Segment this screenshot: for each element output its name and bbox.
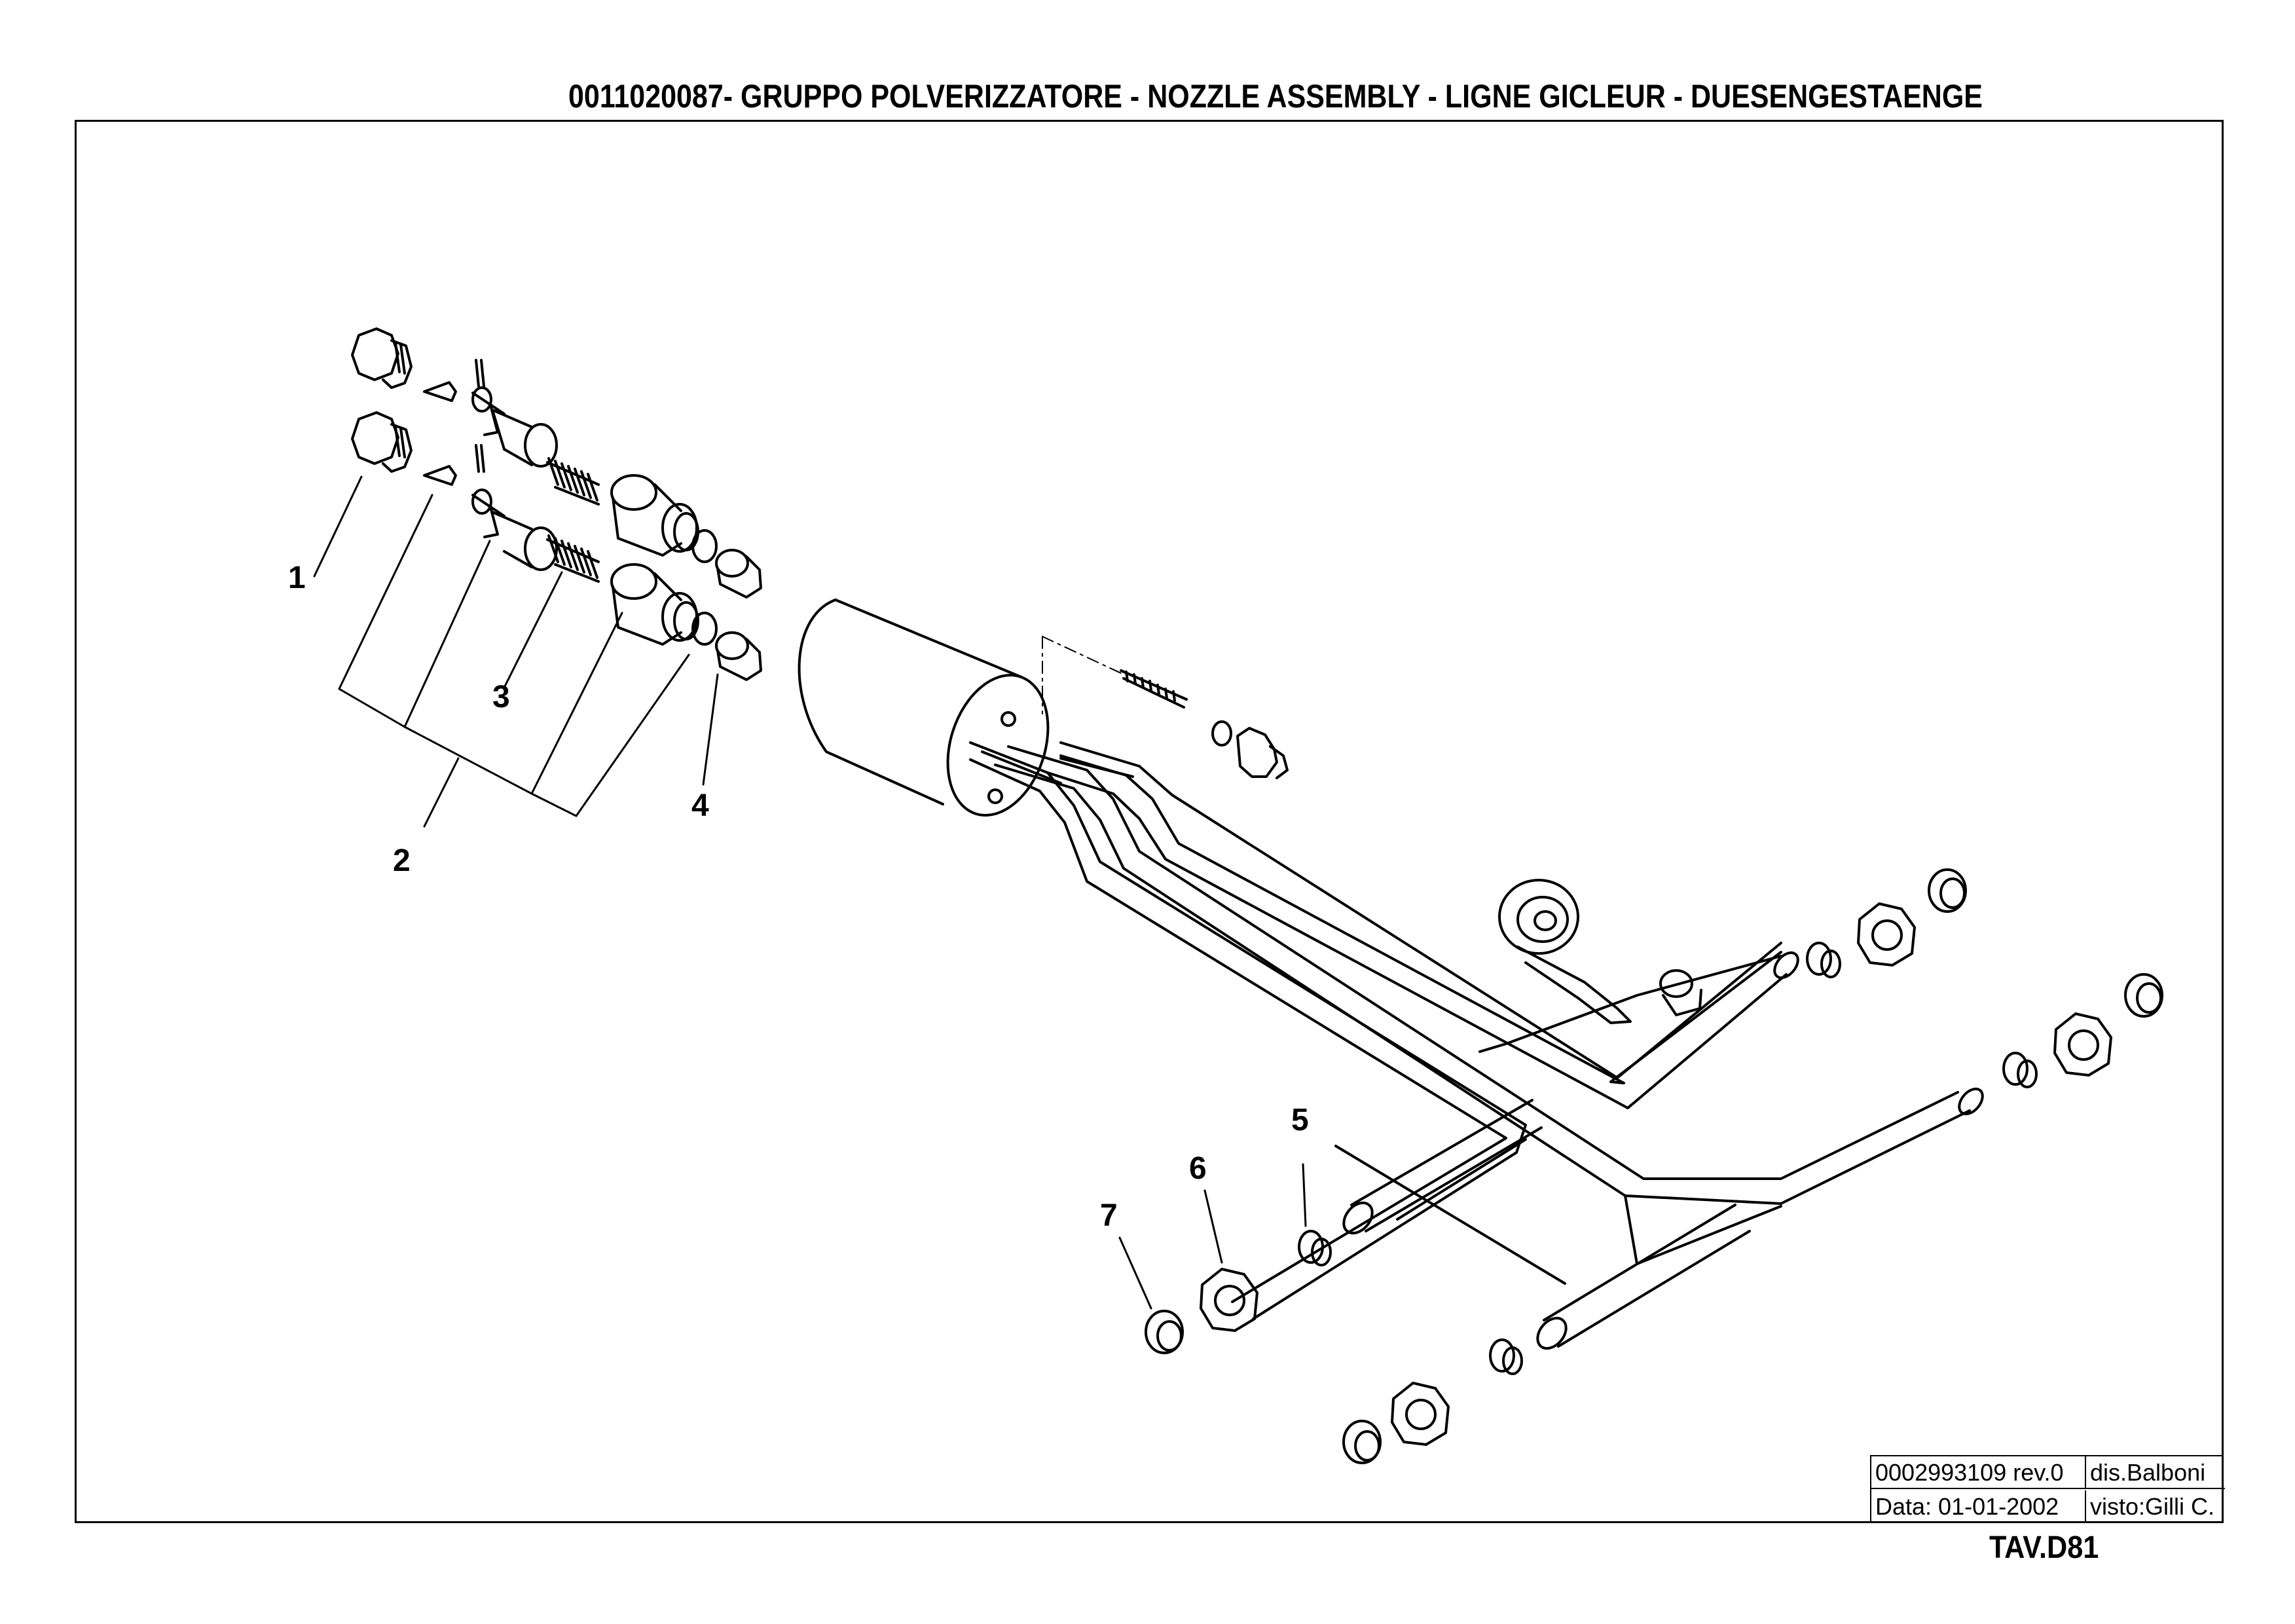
callout-2: 2 — [393, 843, 411, 878]
nut-lower-middle — [1200, 1268, 1258, 1332]
cap-lower-middle — [1145, 1310, 1184, 1354]
leader-lines-fittings — [1118, 1163, 1307, 1310]
callout-1: 1 — [288, 561, 306, 595]
nozzle-holder-upper — [610, 474, 699, 557]
title-block: 0002993109 rev.0 dis.Balboni Data: 01-01… — [1870, 1455, 2225, 1523]
tube-bundle — [969, 741, 1984, 1350]
nut-middle-right — [2053, 1012, 2112, 1077]
drawing-number: 0002993109 rev.0 — [1871, 1456, 2086, 1489]
olive-lower-middle — [1298, 1230, 1332, 1266]
leader-lines-nozzle — [313, 475, 719, 828]
sheet-number: TAV.D81 — [1989, 1530, 2099, 1565]
callout-6: 6 — [1189, 1151, 1207, 1186]
callout-4: 4 — [691, 788, 709, 823]
nut-upper-right — [1857, 902, 1916, 967]
nozzle-cap-upper — [351, 327, 413, 389]
pin-upper — [475, 359, 485, 388]
needle-tip-upper — [423, 381, 457, 402]
spring-upper — [546, 457, 600, 506]
nut-bottom — [1391, 1382, 1450, 1446]
stud-nut — [1236, 727, 1289, 779]
callout-7: 7 — [1100, 1198, 1118, 1233]
body-upper — [471, 386, 558, 468]
drawing-date: Data: 01-01-2002 — [1871, 1490, 2086, 1523]
olive-bottom — [1489, 1338, 1523, 1375]
assembly-axis — [1042, 636, 1122, 714]
drawn-by: dis.Balboni — [2086, 1456, 2225, 1489]
stud-washer — [1211, 720, 1232, 747]
drawing-frame — [75, 120, 2224, 1523]
cap-middle-right — [2124, 973, 2163, 1018]
checked-by: visto:Gilli C. — [2090, 1493, 2215, 1520]
needle-tip-lower — [423, 465, 457, 486]
hose-clip — [1659, 969, 1702, 1016]
olive-upper-right — [1806, 942, 1841, 978]
nozzle-holder-lower — [610, 563, 699, 646]
cap-upper-right — [1928, 868, 1967, 913]
callout-3: 3 — [492, 680, 510, 714]
o-ring-lower — [691, 612, 718, 646]
drawing-title: 0011020087- GRUPPO POLVERIZZATORE - NOZZ… — [568, 78, 1983, 115]
cap-bottom — [1342, 1420, 1382, 1464]
tape-roll — [1498, 879, 1632, 1024]
end-cap-upper — [715, 549, 762, 599]
callout-5: 5 — [1291, 1103, 1309, 1137]
main-cylinder-body — [798, 599, 1050, 817]
o-ring-upper — [691, 529, 718, 563]
nozzle-cap-lower — [351, 411, 413, 473]
olive-middle-right — [2002, 1052, 2038, 1088]
stud-bolt — [1120, 669, 1188, 709]
end-cap-lower — [715, 631, 762, 681]
pin-lower — [475, 444, 485, 473]
spring-lower — [546, 534, 600, 583]
body-lower — [471, 489, 558, 571]
